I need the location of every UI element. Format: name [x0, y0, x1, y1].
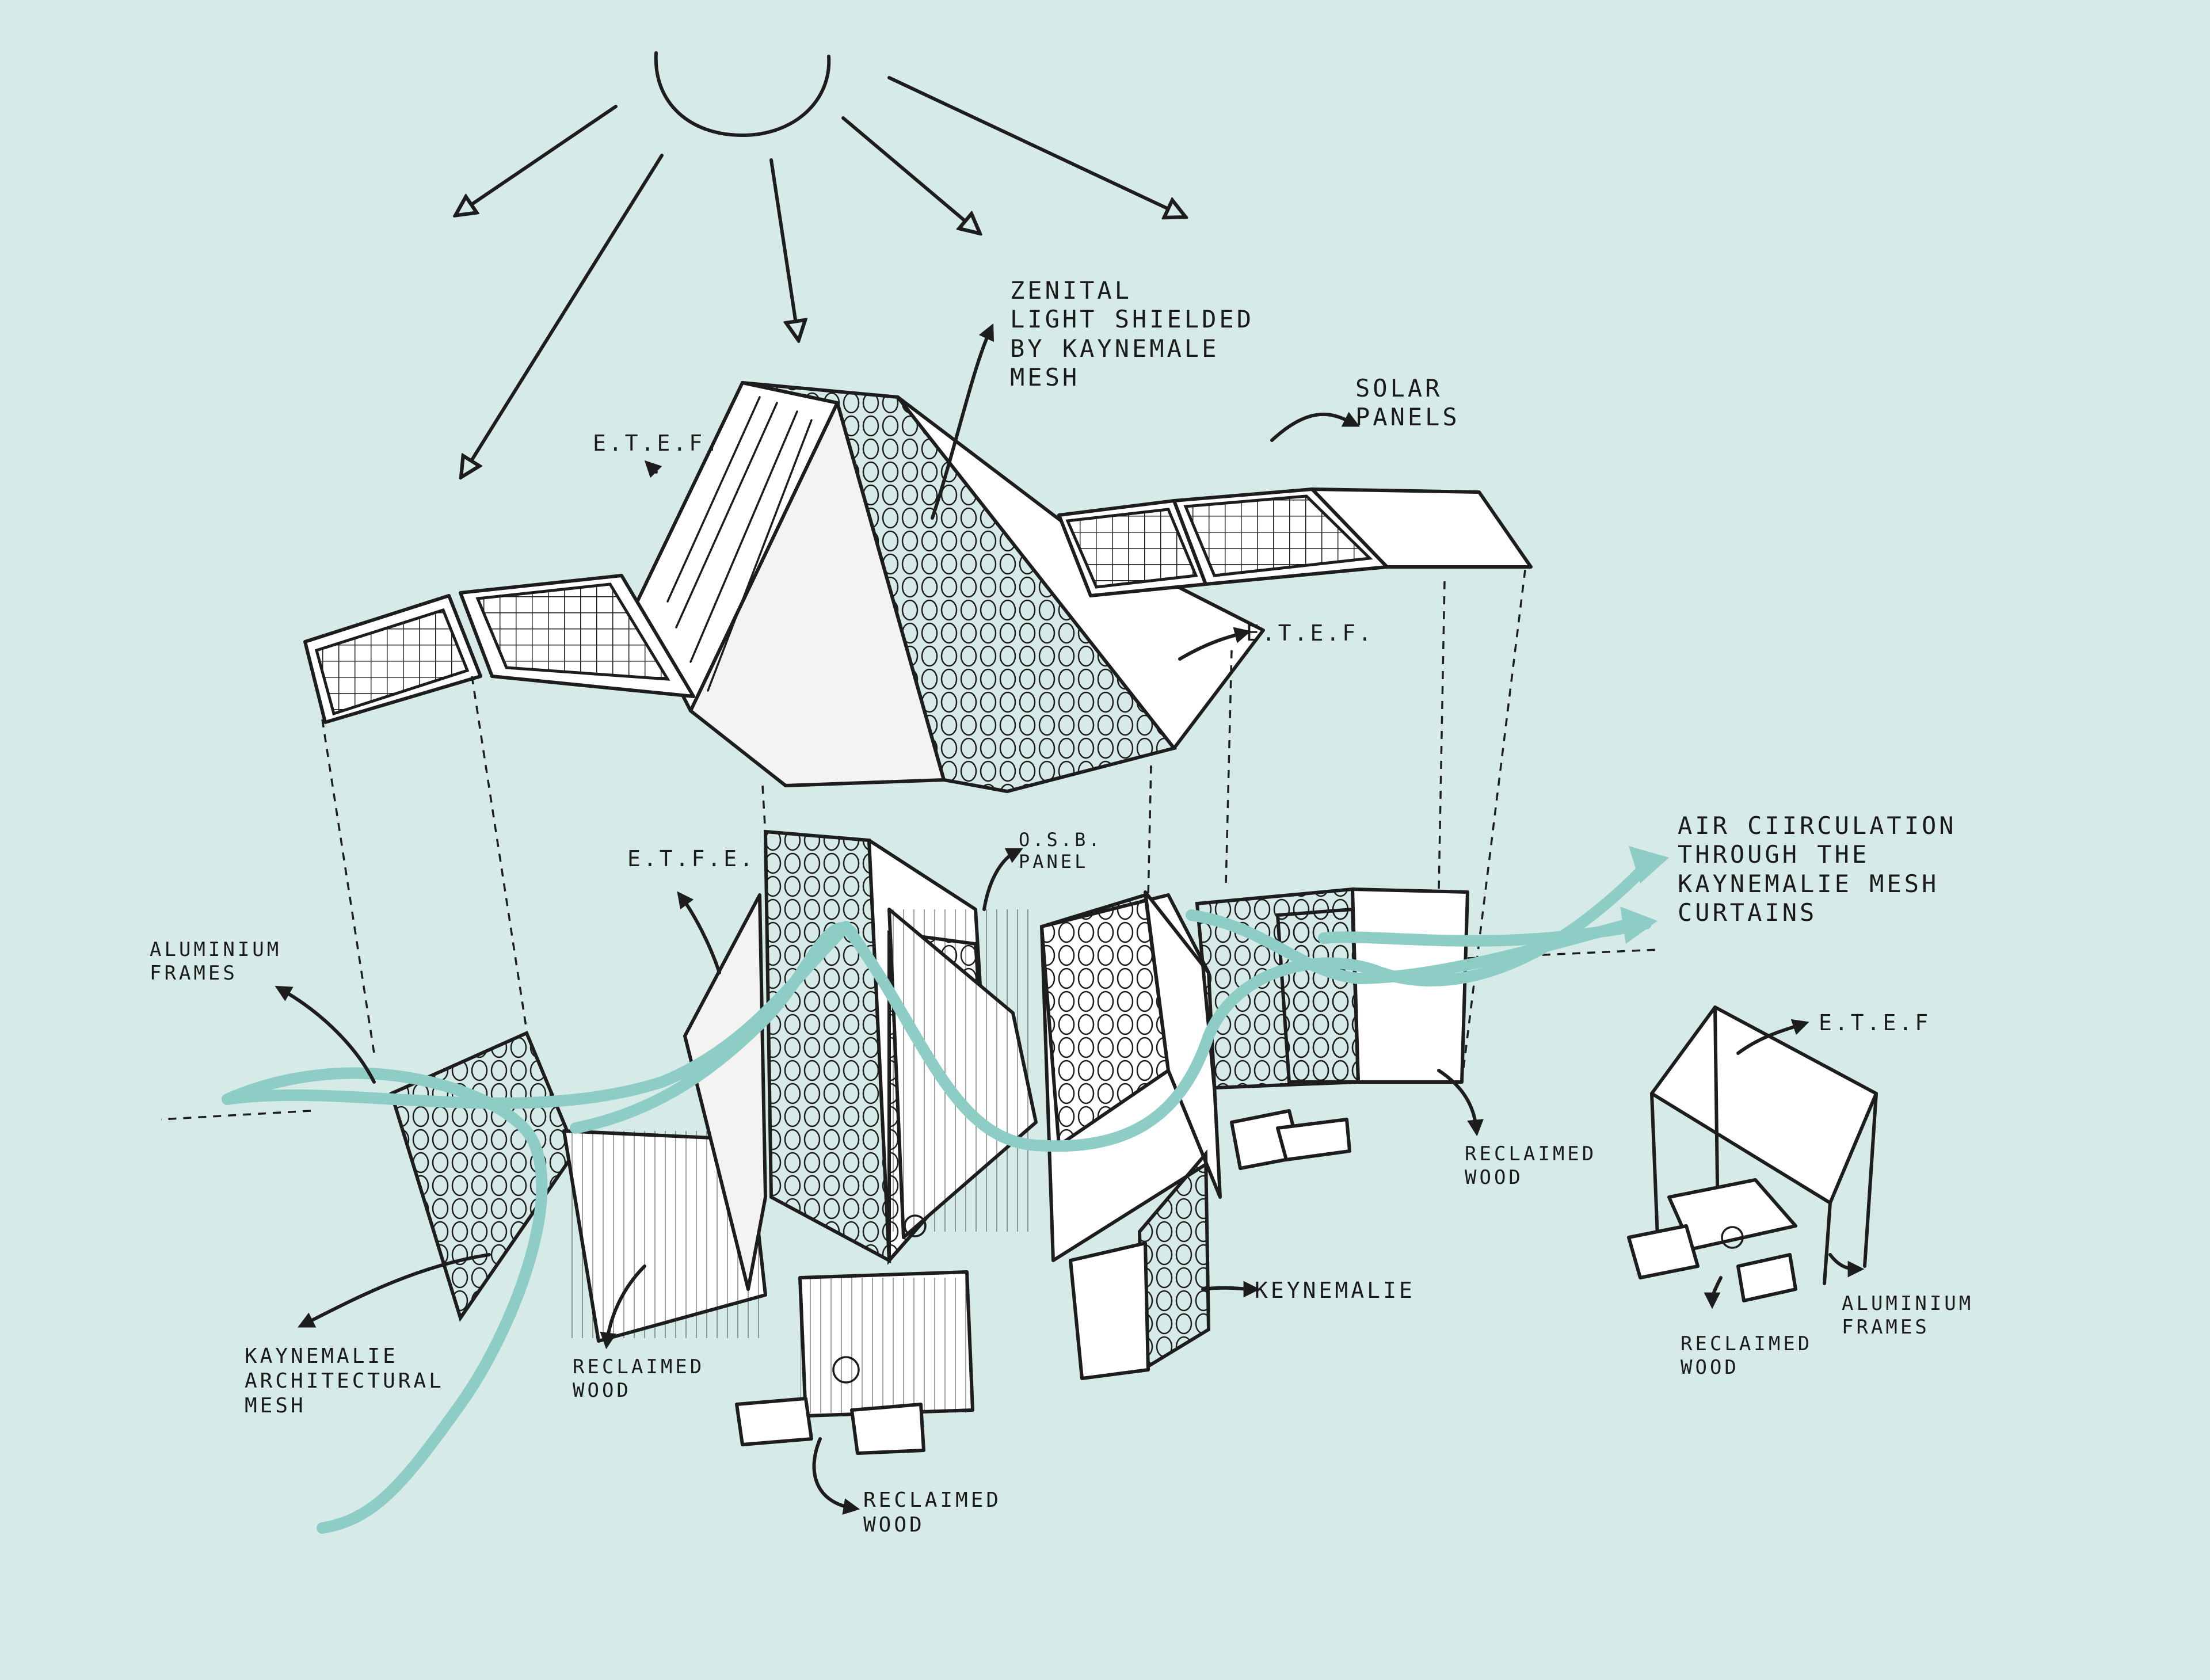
label-etef-roof-left: E.T.E.F. — [593, 431, 722, 456]
label-reclaimed-wood-bottom: RECLAIMED WOOD — [863, 1488, 1002, 1537]
label-reclaimed-wood-right: RECLAIMED WOOD — [1465, 1142, 1597, 1189]
air-circulation-flow — [222, 846, 1669, 1534]
label-aluminium-frames-small: ALUMINIUM FRAMES — [1842, 1292, 1974, 1339]
solar-panel-icon — [303, 574, 695, 724]
label-osb-panel: O.S.B. PANEL — [1019, 829, 1103, 873]
leader-arrows — [275, 323, 1865, 1515]
label-keynemalie: KEYNEMALIE — [1255, 1278, 1415, 1303]
sun-icon — [463, 51, 1177, 469]
label-kaynemalie-mesh: KAYNEMALIE ARCHITECTURAL MESH — [245, 1344, 444, 1418]
main-building — [389, 829, 1469, 1455]
label-etef-small: E.T.E.F — [1819, 1010, 1931, 1035]
label-reclaimed-wood-center: RECLAIMED WOOD — [573, 1355, 705, 1402]
small-pavilion — [1627, 1005, 1878, 1302]
label-solar-panels: SOLAR PANELS — [1355, 374, 1460, 432]
label-etfe-walls: E.T.F.E. — [627, 846, 756, 871]
label-aluminium-frames-left: ALUMINIUM FRAMES — [150, 938, 282, 985]
label-air-circulation: AIR CIIRCULATION THROUGH THE KAYNEMALIE … — [1678, 812, 1957, 927]
label-etef-roof-right: E.T.E.F. — [1246, 620, 1375, 646]
solar-panel-icon — [1057, 487, 1533, 597]
label-reclaimed-wood-small: RECLAIMED WOOD — [1681, 1332, 1813, 1379]
label-zenital-light: ZENITAL LIGHT SHIELDED BY KAYNEMALE MESH — [1010, 276, 1255, 392]
